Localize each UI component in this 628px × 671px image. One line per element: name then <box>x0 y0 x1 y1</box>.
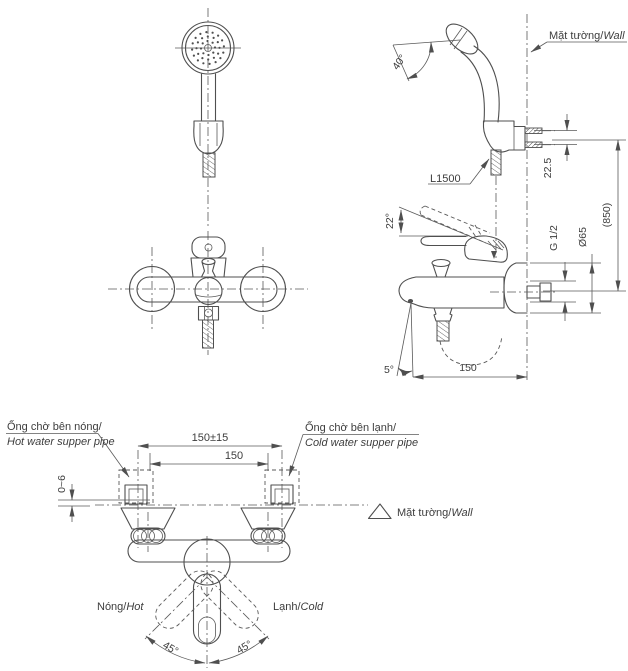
spout-outlet <box>407 299 414 303</box>
dim-flange-diameter: Ø65 <box>530 227 601 314</box>
svg-text:0~6: 0~6 <box>56 475 68 493</box>
mixer-front-view <box>108 231 308 355</box>
dim-swing-left: 45° <box>161 639 181 657</box>
dim-thread-size: G 1/2 <box>530 225 576 321</box>
lever-dome <box>464 235 508 263</box>
hot-union-nut <box>130 527 166 545</box>
cold-pipe-assembly <box>240 450 300 552</box>
spout-body <box>398 276 505 309</box>
dim-center-spacing: 150 <box>225 450 243 462</box>
handle-hot-position <box>200 570 259 629</box>
dim-spout-reach: 150 <box>459 362 477 374</box>
cold-supply-callout: Ống chờ bên lạnh/ Cold water supper pipe <box>288 420 419 477</box>
installation-view: Ống chờ bên nóng/ Hot water supper pipe … <box>6 419 473 668</box>
hot-supply-label: Ống chờ bên nóng/ <box>7 419 103 433</box>
left-flange <box>128 265 176 313</box>
spray-nozzle-dots <box>191 30 225 65</box>
hose-nut-side <box>433 307 453 322</box>
shower-hose-side <box>490 149 502 176</box>
wall-label-bottom: Mặt tường/Wall <box>397 507 473 519</box>
hot-pipe-assembly <box>118 450 176 552</box>
shower-hose-front <box>202 152 216 178</box>
svg-text:150±15: 150±15 <box>192 432 229 444</box>
dim-screw-spacing: 22.5 <box>534 114 577 178</box>
svg-text:G 1/2: G 1/2 <box>548 225 560 251</box>
right-flange <box>239 265 287 313</box>
diverter-knob-side <box>431 258 451 268</box>
lever-handle-side <box>420 235 467 247</box>
hose-nut-front <box>197 305 220 321</box>
spray-center <box>204 44 212 52</box>
wall-flange <box>503 262 528 314</box>
shower-cradle <box>193 120 224 155</box>
hot-side-label: Nóng/Hot <box>97 601 144 613</box>
wall-label-top: Mặt tường/Wall <box>549 30 625 42</box>
mixer-plan-view: 45° 45° Nóng/Hot Lạnh/Cold <box>97 536 324 668</box>
mixer-hose-front <box>202 319 214 349</box>
hot-eccentric-coupling <box>120 507 176 530</box>
cold-union-nut <box>250 527 286 545</box>
mixer-side-view: 22° <box>384 205 601 380</box>
svg-text:(850): (850) <box>601 203 613 228</box>
shower-head-side <box>445 23 479 55</box>
wall-datum-triangle <box>367 503 392 520</box>
svg-text:40°: 40° <box>390 52 409 72</box>
dim-spout: 5° 150 <box>384 302 528 380</box>
svg-text:22.5: 22.5 <box>542 158 554 179</box>
mixer-body <box>136 276 278 303</box>
dim-spout-angle: 5° <box>384 364 394 376</box>
lever-handle-front <box>191 236 226 259</box>
inlet-fitting <box>539 282 552 302</box>
valve-sphere <box>194 276 223 306</box>
dim-install-height: (850) <box>543 139 626 292</box>
side-view: Mặt tường/Wall 40° L150 <box>384 14 627 383</box>
cold-supply-label: Ống chờ bên lạnh/ <box>305 420 397 434</box>
cold-supply-label-en: Cold water supper pipe <box>305 437 418 449</box>
dim-lever-angle: 22° <box>384 213 396 229</box>
dim-supply-spacing: 150±15 150 <box>137 432 283 471</box>
handle-cold-position <box>155 570 214 629</box>
diverter-knob-front <box>201 257 216 266</box>
dim-swing-right: 45° <box>235 638 255 656</box>
wall-bracket <box>482 120 526 153</box>
dim-pipe-protrusion: 0~6 <box>56 475 150 522</box>
mixer-body-plan <box>127 539 291 563</box>
hot-supply-label-en: Hot water supper pipe <box>7 436 115 448</box>
handle-screw <box>204 243 213 252</box>
hose-length-label: L1500 <box>430 173 461 185</box>
hose-length-callout: L1500 <box>428 158 490 185</box>
cold-eccentric-coupling <box>240 507 296 530</box>
hand-shower-side-view <box>445 23 555 262</box>
hot-supply-callout: Ống chờ bên nóng/ Hot water supper pipe <box>6 419 130 478</box>
mixer-hose-side <box>436 320 450 342</box>
cold-side-label: Lạnh/Cold <box>273 601 324 613</box>
svg-text:Ø65: Ø65 <box>577 227 589 247</box>
dim-head-angle: 40° <box>390 39 461 82</box>
hand-shower-front-view <box>175 8 241 228</box>
